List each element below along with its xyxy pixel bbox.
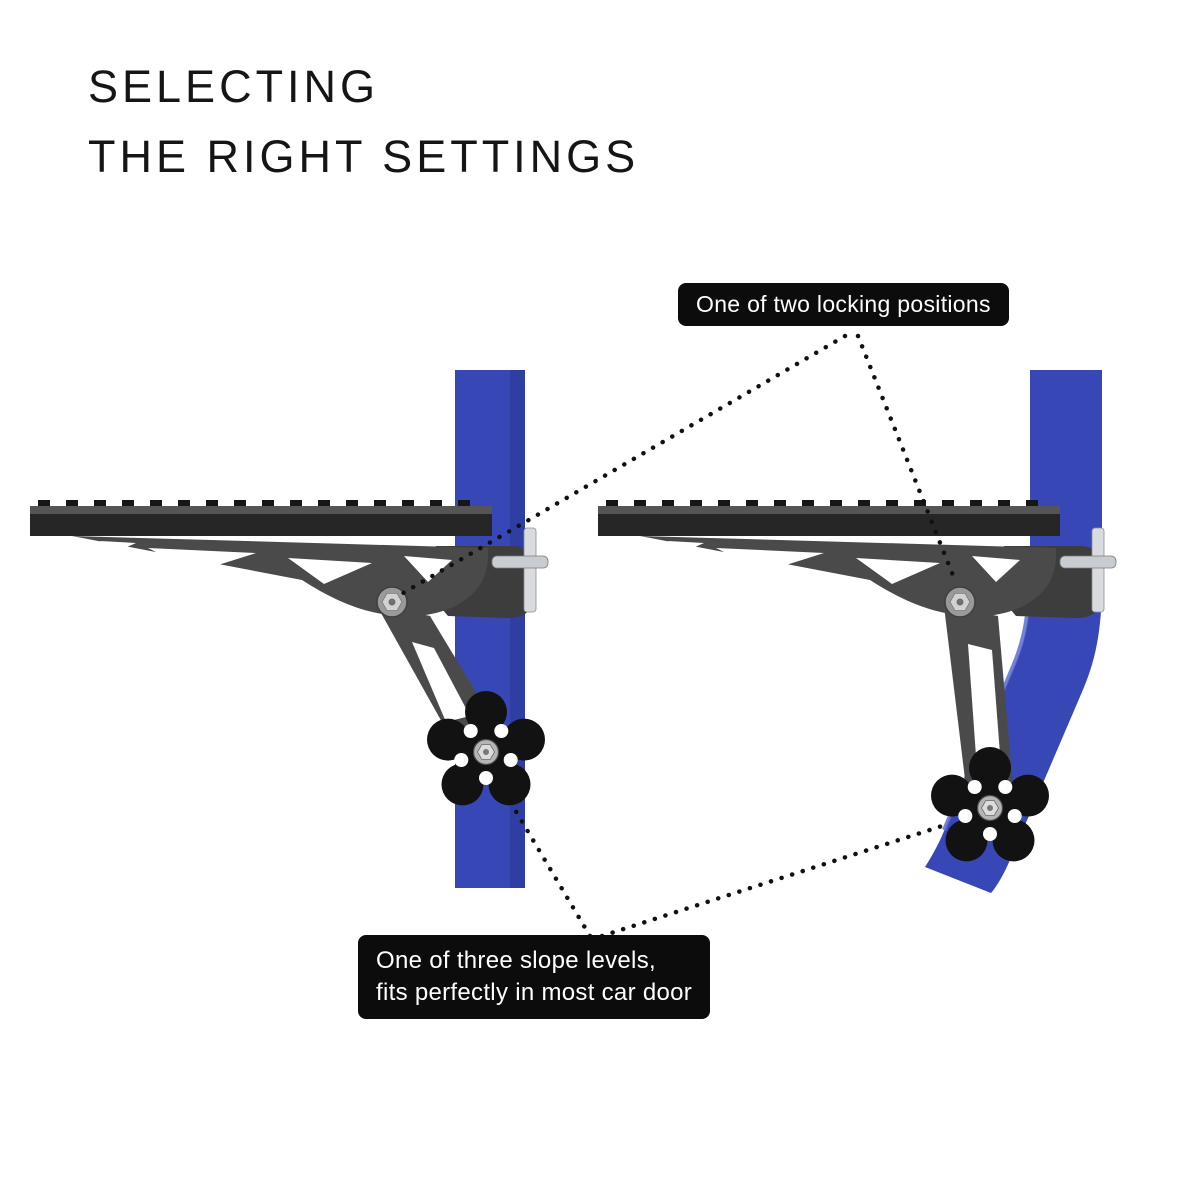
slope-knob-left xyxy=(427,691,545,806)
adjust-arm-left-slot xyxy=(412,642,470,722)
knob-right-hole-0 xyxy=(967,780,982,794)
dotted-line-top-to-left-bolt xyxy=(395,333,848,599)
callout-slope-levels: One of three slope levels, fits perfectl… xyxy=(358,935,711,1019)
tread-teeth-right xyxy=(606,500,1038,508)
tread-face-right xyxy=(598,514,1060,536)
door-step-right xyxy=(598,500,1117,862)
truss-cutout-right-2 xyxy=(856,558,940,584)
tread-plate-left xyxy=(30,500,492,536)
lock-bolt-left-center xyxy=(388,598,396,606)
latch-pin-right xyxy=(1059,555,1117,569)
lock-bolt-right xyxy=(944,586,976,618)
knob-left-hole-1 xyxy=(454,753,469,767)
slope-knob-right xyxy=(931,747,1049,862)
pointer-dotted-lines xyxy=(395,333,957,939)
tread-plate-right xyxy=(598,500,1060,536)
truss-cutout-left-3 xyxy=(404,556,452,582)
adjust-arm-right-slot xyxy=(968,644,1000,756)
dotted-line-bottom-to-right-knob xyxy=(599,823,945,939)
callout-slope-levels-line-1: One of three slope levels, xyxy=(376,947,656,974)
dotted-line-top-to-right-bolt xyxy=(855,333,957,581)
truss-cutout-left-2 xyxy=(288,558,372,584)
knob-right-hole-4 xyxy=(998,780,1013,794)
truss-cutout-left-0 xyxy=(100,541,136,552)
knob-right-hole-3 xyxy=(1007,809,1022,823)
latch-strip-left xyxy=(523,527,537,613)
callout-locking-positions: One of two locking positions xyxy=(678,283,1009,326)
truss-cutout-left-1 xyxy=(148,548,256,572)
support-truss-left xyxy=(72,536,488,616)
knob-right-nut-center xyxy=(987,805,993,811)
door-frame-right-bar xyxy=(925,370,1102,893)
truss-cutout-right-0 xyxy=(668,541,704,552)
knob-left-hole-3 xyxy=(503,753,518,767)
door-frame-left xyxy=(455,370,525,888)
dotted-line-bottom-to-left-knob xyxy=(505,795,593,939)
truss-cutout-right-1 xyxy=(716,548,824,572)
knob-left-hole-4 xyxy=(494,724,509,738)
truss-cutout-right-3 xyxy=(972,556,1020,582)
tread-top-left xyxy=(30,506,492,514)
tread-top-right xyxy=(598,506,1060,514)
callout-slope-levels-line-2: fits perfectly in most car door xyxy=(376,979,693,1006)
knob-right-hole-2 xyxy=(983,827,997,841)
lock-bolt-right-center xyxy=(956,598,964,606)
latch-strip-right xyxy=(1091,527,1105,613)
knob-right-hole-1 xyxy=(958,809,973,823)
tread-teeth-left xyxy=(38,500,470,508)
support-truss-right xyxy=(640,536,1056,616)
page-title: SELECTING THE RIGHT SETTINGS xyxy=(88,52,639,192)
title-line-1: SELECTING xyxy=(88,61,380,112)
knob-left-hole-2 xyxy=(479,771,493,785)
latch-pin-left xyxy=(491,555,549,569)
lock-bolt-left xyxy=(376,586,408,618)
knob-left-nut-center xyxy=(483,749,489,755)
tread-face-left xyxy=(30,514,492,536)
knob-left-hole-0 xyxy=(463,724,478,738)
title-line-2: THE RIGHT SETTINGS xyxy=(88,131,640,182)
door-step-left xyxy=(30,500,549,806)
